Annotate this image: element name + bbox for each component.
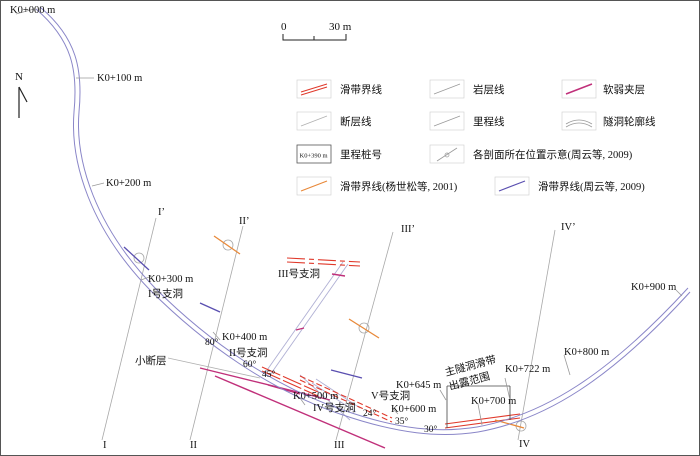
legend-chainage-line: 里程线 [473,115,505,128]
section-line-1 [101,217,157,441]
adit-3-label: III号支洞 [278,268,320,280]
chainage-k400: K0+400 m [222,332,267,343]
adit-1-label: I号支洞 [148,288,183,300]
adit-labels: I号支洞 II号支洞 III号支洞 IV号支洞 V号支洞 [148,268,410,414]
legend-fault-line: 断层线 [340,115,372,128]
chainage-k300: K0+300 m [148,274,193,285]
legend-section-position: 各剖面所在位置示意(周云等, 2009) [473,148,633,161]
section-marker-2 [222,239,234,251]
chainage-k645: K0+645 m [396,380,441,391]
chainage-k0: K0+000 m [10,5,55,16]
angle-80: 80° [205,337,219,348]
legend-soft-interlayer: 软弱夹层 [603,83,645,96]
chainage-labels: K0+000 m K0+100 m K0+200 m K0+300 m K0+4… [10,5,676,415]
adit-4-label: IV号支洞 [313,402,356,414]
angle-24: 24° [363,408,377,419]
north-arrow: N [15,71,28,118]
section-line-2 [189,225,244,441]
slip-zone-lines [261,257,521,429]
soft-interlayer-lines [199,273,386,449]
legend: 滑带界线 岩层线 软弱夹层 断层线 里程线 隧洞轮廓线 K0+390 m 里程桩… [296,79,656,196]
legend-stake-label: 里程桩号 [340,148,382,161]
section-2-bottom: II [190,440,197,451]
section-lines [101,217,556,441]
main-tunnel [35,6,691,436]
section-1-top: I’ [158,207,165,218]
legend-stake-box-text: K0+390 m [300,153,328,160]
scale-bar: 0 30 m [281,21,352,41]
angle-labels: 80° 60° 45° 24° 35° 30° [205,337,438,435]
section-3-bottom: III [334,440,345,451]
section-marker-3 [358,322,370,334]
angle-35: 35° [395,416,409,427]
section-2-top: II’ [239,216,250,227]
exposure-bracket [446,385,511,428]
scale-start: 0 [281,21,287,33]
chainage-k800: K0+800 m [564,347,609,358]
chainage-k500: K0+500 m [293,391,338,402]
section-line-4 [517,229,556,441]
legend-slip-yang: 滑带界线(杨世松等, 2001) [340,180,458,193]
angle-45: 45° [262,369,276,380]
section-labels: I’ I II’ II III’ III IV’ IV [103,207,576,451]
legend-rock-layer: 岩层线 [473,83,505,96]
section-4-bottom: IV [519,439,530,450]
fault-line [167,357,261,379]
adit-5-label: V号支洞 [371,390,410,402]
section-3-top: III’ [401,224,415,235]
north-label: N [15,71,23,83]
chainage-k600: K0+600 m [391,404,436,415]
angle-60: 60° [243,359,257,370]
chainage-k900: K0+900 m [631,282,676,293]
feature-labels: 小断层 主隧洞滑带 出露范围 [135,353,497,393]
legend-tunnel-outline: 隧洞轮廓线 [603,115,656,128]
chainage-k722: K0+722 m [505,364,550,375]
chainage-k100: K0+100 m [97,73,142,84]
scale-end: 30 m [329,21,352,33]
chainage-k200: K0+200 m [106,178,151,189]
chainage-ticks [15,8,683,426]
chainage-k700: K0+700 m [471,396,516,407]
adit-2-label: II号支洞 [229,347,268,359]
legend-slip-boundary: 滑带界线 [340,83,382,96]
slip-zhou-lines [123,246,363,379]
section-4-top: IV’ [561,222,576,233]
legend-slip-zhou: 滑带界线(周云等, 2009) [538,180,645,193]
angle-30: 30° [424,424,438,435]
small-fault-label: 小断层 [135,354,167,367]
section-1-bottom: I [103,440,107,451]
section-marker-1 [133,252,145,264]
section-markers [133,239,527,432]
